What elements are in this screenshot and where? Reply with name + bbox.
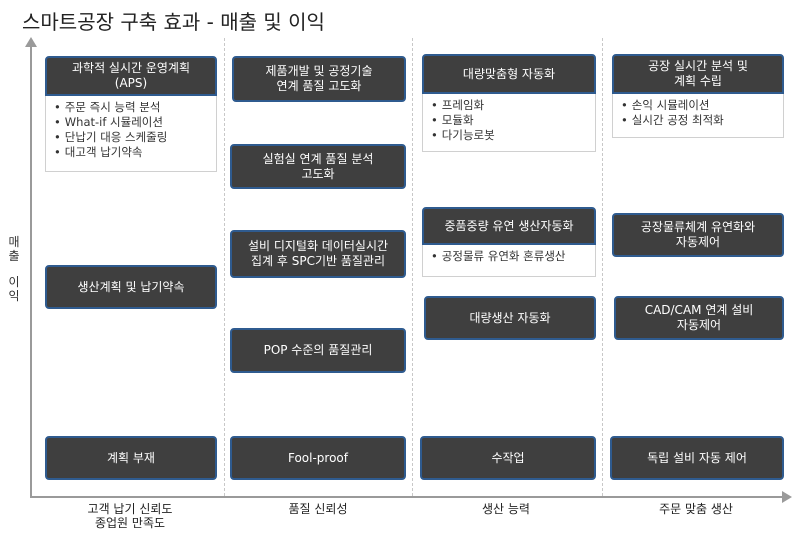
box-line: 수작업 <box>491 450 525 465</box>
column-divider <box>602 38 603 496</box>
column-label-line: 주문 맞춤 생산 <box>659 502 733 516</box>
aps-list: 주문 즉시 능력 분석 What-if 시뮬레이션 단납기 대응 스케줄링 대고… <box>45 96 217 172</box>
y-axis-line <box>30 46 32 498</box>
y-axis-label: 매 출 이 익 <box>4 235 24 303</box>
list-item: 대고객 납기약속 <box>54 145 208 160</box>
mass-production-automation-box: 대량생산 자동화 <box>424 296 596 340</box>
list-item: 모듈화 <box>431 113 587 128</box>
box-line: 설비 디지털화 데이터실시간 <box>247 239 389 253</box>
y-axis-char: 출 <box>8 249 20 263</box>
box-line: 계획 부재 <box>107 450 155 465</box>
box-line: 독립 설비 자동 제어 <box>647 450 747 465</box>
y-axis-char: 매 <box>8 235 20 249</box>
box-line: 과학적 실시간 운영계획 <box>71 61 191 75</box>
box-line: 계획 수립 <box>674 74 722 88</box>
list-item: 다기능로봇 <box>431 128 587 143</box>
box-line: Fool-proof <box>287 450 349 465</box>
box-line: 고도화 <box>301 166 335 181</box>
box-line: 생산계획 및 납기약속 <box>77 279 185 294</box>
box-line: POP 수준의 품질관리 <box>263 343 373 357</box>
list-item: 실시간 공정 최적화 <box>621 113 775 128</box>
list-item: 주문 즉시 능력 분석 <box>54 100 208 115</box>
column-divider <box>224 38 225 496</box>
fool-proof-box: Fool-proof <box>230 436 406 480</box>
box-line: 공장 실시간 분석 및 <box>648 59 748 73</box>
list-item: What-if 시뮬레이션 <box>54 115 208 130</box>
y-axis-gap <box>4 263 24 275</box>
column-label-line: 고객 납기 신뢰도 <box>87 502 173 516</box>
list-item: 공정물류 유연화 혼류생산 <box>431 249 587 264</box>
y-axis-char: 익 <box>8 289 20 303</box>
column-label-capacity: 생산 능력 <box>416 502 596 516</box>
box-line: 제품개발 및 공정기술 <box>265 64 373 78</box>
box-line: 연계 품질 고도화 <box>276 79 362 93</box>
box-line: 집계 후 SPC기반 품질관리 <box>250 254 386 268</box>
mass-custom-list: 프레임화 모듈화 다기능로봇 <box>422 94 596 152</box>
box-line: 자동제어 <box>675 235 721 249</box>
manual-work-box: 수작업 <box>420 436 596 480</box>
column-label-line: 품질 신뢰성 <box>288 502 348 516</box>
column-label-line: 종업원 만족도 <box>94 516 166 530</box>
mass-custom-automation-box: 대량맞춤형 자동화 <box>422 54 596 94</box>
box-line: 실험실 연계 품질 분석 <box>262 151 374 166</box>
production-plan-box: 생산계획 및 납기약속 <box>45 265 217 309</box>
box-line: CAD/CAM 연계 설비 <box>644 303 754 317</box>
x-axis-arrow-icon <box>782 491 792 503</box>
box-line: 대량맞춤형 자동화 <box>462 66 556 81</box>
column-label-line: 생산 능력 <box>482 502 530 516</box>
column-divider <box>412 38 413 496</box>
aps-box: 과학적 실시간 운영계획(APS) <box>45 56 217 96</box>
column-label-delivery: 고객 납기 신뢰도 종업원 만족도 <box>40 502 220 530</box>
standalone-control-box: 독립 설비 자동 제어 <box>610 436 784 480</box>
flexible-automation-list: 공정물류 유연화 혼류생산 <box>422 245 596 277</box>
list-item: 손익 시뮬레이션 <box>621 98 775 113</box>
box-line: (APS) <box>114 76 148 90</box>
no-plan-box: 계획 부재 <box>45 436 217 480</box>
list-item: 단납기 대응 스케줄링 <box>54 130 208 145</box>
y-axis-char: 이 <box>8 275 20 289</box>
column-label-custom: 주문 맞춤 생산 <box>606 502 786 516</box>
flexible-automation-box: 중품중량 유연 생산자동화 <box>422 207 596 245</box>
y-axis-arrow-icon <box>25 37 37 47</box>
page-title: 스마트공장 구축 효과 - 매출 및 이익 <box>22 10 325 34</box>
box-line: 공장물류체계 유연화와 <box>640 220 756 234</box>
column-label-quality: 품질 신뢰성 <box>228 502 408 516</box>
pop-quality-box: POP 수준의 품질관리 <box>230 328 406 373</box>
list-item: 프레임화 <box>431 98 587 113</box>
box-line: 자동제어 <box>676 318 722 332</box>
box-line: 중품중량 유연 생산자동화 <box>444 218 574 233</box>
realtime-analysis-list: 손익 시뮬레이션 실시간 공정 최적화 <box>612 94 784 138</box>
box-line: 대량생산 자동화 <box>469 310 551 325</box>
x-axis-line <box>30 496 784 498</box>
